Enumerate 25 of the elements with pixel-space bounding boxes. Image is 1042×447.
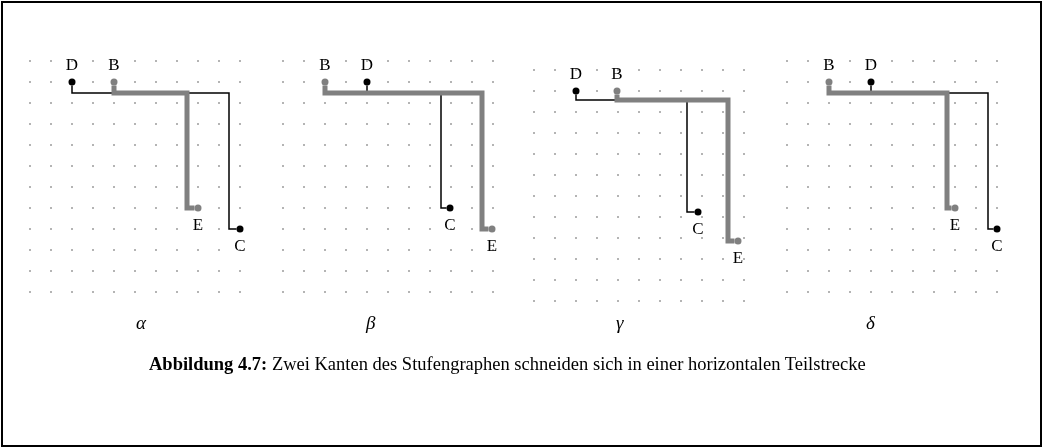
vertex-label: C (443, 216, 457, 233)
vertex-label: D (863, 56, 879, 73)
vertex-label: D (359, 56, 375, 73)
vertex-label: E (731, 249, 745, 266)
vertex-label: B (822, 56, 836, 73)
panel-label: δ (866, 312, 875, 334)
vertex-label: C (233, 237, 247, 254)
figure-caption: Abbildung 4.7: Zwei Kanten des Stufengraphen schneiden sich in einer horizontalen Teilstrecke (149, 353, 867, 376)
panel-label: γ (616, 312, 624, 334)
thick-line (614, 94, 735, 244)
vertex-label: B (107, 56, 121, 73)
vertex-label: B (610, 65, 624, 82)
vertex-label: E (948, 216, 962, 233)
thick-line (826, 85, 952, 211)
thick-line (322, 85, 489, 232)
panel-label: α (136, 312, 146, 334)
panel-label: β (366, 312, 376, 334)
thick-line (111, 85, 195, 211)
vertex-label: C (990, 237, 1004, 254)
vertex-label: B (318, 56, 332, 73)
vertex-label: E (485, 237, 499, 254)
vertex-label: E (191, 216, 205, 233)
vertex-label: D (64, 56, 80, 73)
vertex-label: D (568, 65, 584, 82)
vertex-label: C (691, 220, 705, 237)
